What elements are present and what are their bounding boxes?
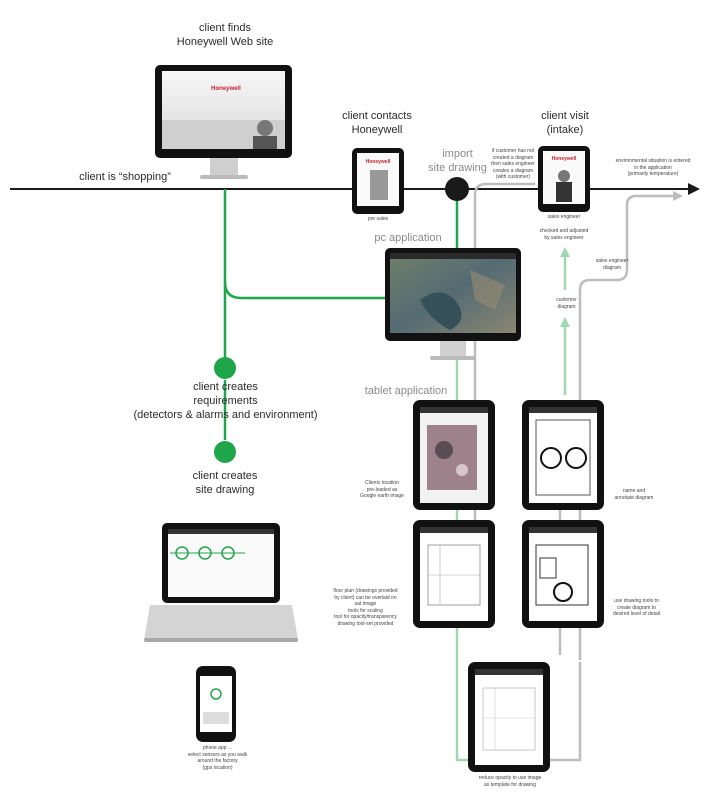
- site-drawing-node: [214, 441, 236, 463]
- label-import-site-drawing: import site drawing: [428, 148, 487, 174]
- note-clients-location: Clients location pre-loaded as Google ea…: [360, 480, 404, 499]
- note-reduce-opacity: reduce opacity to use image as template …: [478, 775, 542, 788]
- import-node: [445, 177, 469, 201]
- note-sales-engineer-diagram: sales engineer diagram: [595, 258, 629, 271]
- label-client-contacts: client contacts Honeywell: [342, 110, 412, 136]
- requirements-node: [214, 357, 236, 379]
- tablet-drawing: [522, 520, 604, 628]
- note-pre-sales: pre sales: [367, 216, 389, 222]
- note-phone-app: phone app ... select sensors as you walk…: [187, 745, 248, 771]
- visit-tablet: [538, 146, 590, 212]
- note-customer-diagram: customer diagram: [556, 297, 577, 310]
- label-client-site-drawing: client creates site drawing: [192, 470, 258, 496]
- tablet-diagram: [522, 400, 604, 510]
- note-use-drawing-tools: use drawing tools to create diagram to d…: [613, 598, 660, 617]
- note-sales-engineer: sales engineer: [547, 214, 581, 220]
- note-floor-plan: floor plan (drawings provided by client)…: [333, 588, 398, 627]
- note-checked-adjusted: checked and adjusted by sales engineer: [539, 228, 589, 241]
- timeline-arrowhead: [688, 183, 700, 195]
- tablet-floor-plan: [413, 520, 495, 628]
- pc-application-monitor: [385, 248, 521, 360]
- logo-website: Honeywell: [211, 86, 241, 92]
- laptop: [144, 523, 298, 642]
- label-tablet-application: tablet application: [364, 385, 448, 397]
- tablet-opacity: [468, 662, 550, 772]
- logo-presales: Honeywell: [365, 159, 391, 165]
- label-client-shopping: client is “shopping”: [79, 171, 171, 183]
- note-customer-no-diagram: if customer has not created a diagram th…: [491, 148, 535, 180]
- label-pc-application: pc application: [374, 232, 442, 244]
- label-client-visit: client visit (intake): [541, 110, 589, 136]
- logo-visit: Honeywell: [551, 156, 577, 162]
- phone: [196, 666, 236, 742]
- presales-tablet: [352, 148, 404, 214]
- note-environmental: environmental situation is entered in th…: [615, 158, 691, 177]
- label-client-requirements: client creates requirements (detectors &…: [133, 381, 318, 421]
- note-name-annotate: name and annotate diagram: [614, 488, 654, 501]
- label-client-finds: client finds Honeywell Web site: [176, 22, 274, 48]
- tablet-satellite: [413, 400, 495, 510]
- green-connectors: [223, 189, 459, 440]
- website-monitor: [155, 65, 292, 179]
